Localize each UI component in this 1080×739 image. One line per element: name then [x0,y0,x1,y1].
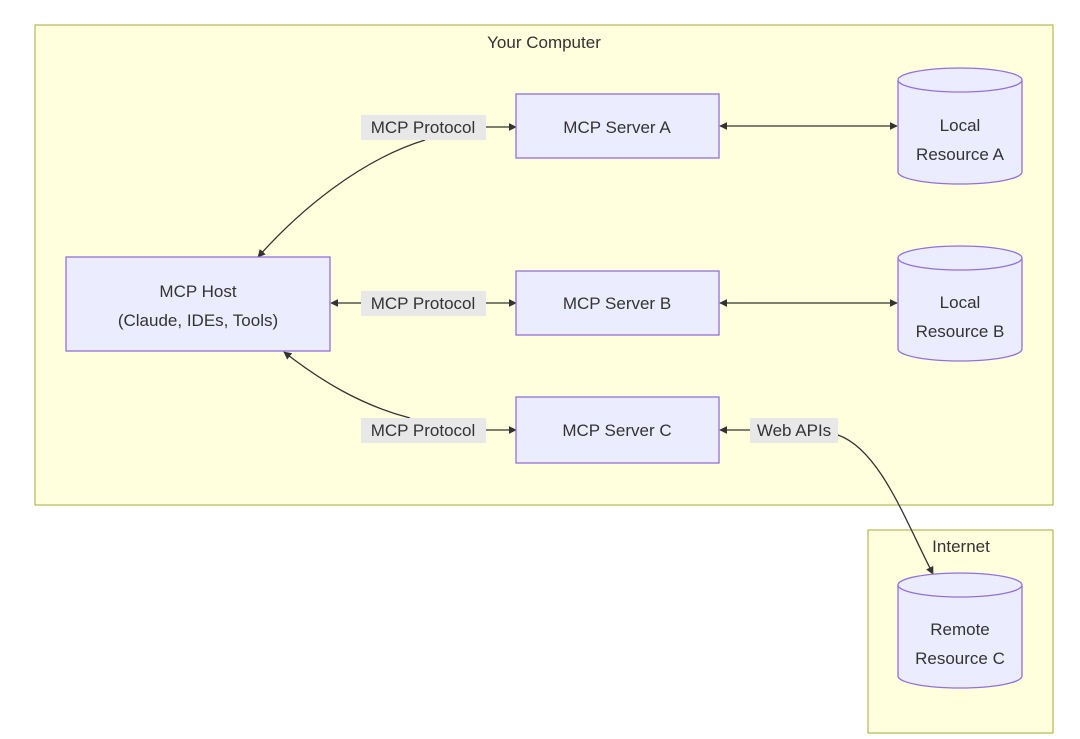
edge-host-server-c: MCP Protocol [283,351,517,443]
edge-host-server-a: MCP Protocol [257,115,517,258]
node-mcp-server-a-label: MCP Server A [563,118,671,137]
cluster-your-computer-label: Your Computer [487,33,601,52]
edge-label-web-apis: Web APIs [757,421,831,440]
node-mcp-server-c: MCP Server C [515,396,720,464]
node-remote-resource-c: Remote Resource C [897,572,1023,689]
node-mcp-host-subtitle: (Claude, IDEs, Tools) [118,311,278,330]
cluster-internet-label: Internet [932,537,990,556]
node-local-resource-a-line1: Local [940,116,981,135]
node-mcp-host-title: MCP Host [159,282,236,301]
node-remote-resource-c-line1: Remote [930,620,990,639]
node-local-resource-b: Local Resource B [897,245,1023,362]
node-mcp-server-a: MCP Server A [515,93,720,159]
edge-label-host-server-b: MCP Protocol [371,294,476,313]
node-mcp-host: MCP Host (Claude, IDEs, Tools) [65,256,331,352]
edge-label-host-server-c: MCP Protocol [371,421,476,440]
node-local-resource-a: Local Resource A [897,67,1023,185]
node-remote-resource-c-line2: Resource C [915,649,1005,668]
edge-host-server-b: MCP Protocol [330,291,517,316]
node-local-resource-b-line1: Local [940,293,981,312]
node-mcp-server-b-label: MCP Server B [563,294,671,313]
node-mcp-server-c-label: MCP Server C [562,421,671,440]
node-local-resource-b-line2: Resource B [916,322,1005,341]
edge-server-c-remote-resource: Web APIs [719,418,934,575]
edge-label-host-server-a: MCP Protocol [371,118,476,137]
node-mcp-server-b: MCP Server B [515,270,720,336]
node-local-resource-a-line2: Resource A [916,145,1005,164]
